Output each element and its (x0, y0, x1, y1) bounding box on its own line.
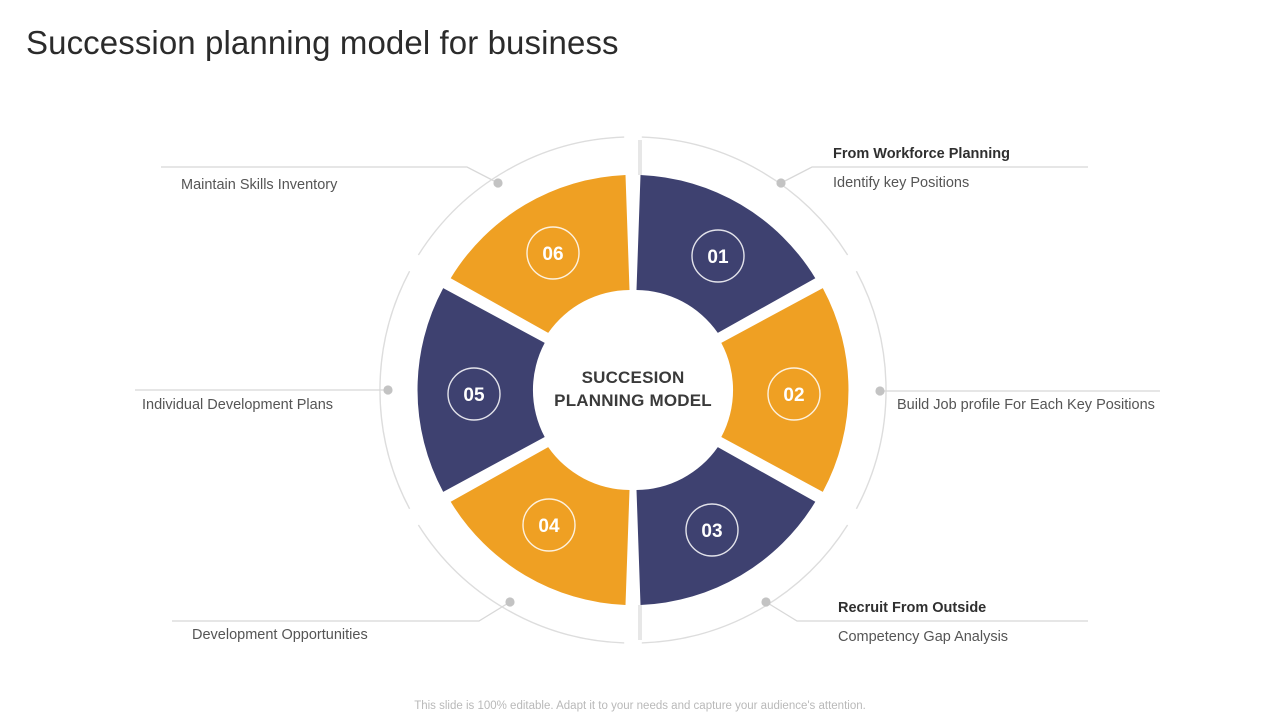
segment-05 (417, 288, 545, 492)
connector-06 (161, 166, 499, 184)
guide-arc-04 (417, 524, 625, 644)
callout-dots (383, 178, 885, 607)
page-title: Succession planning model for business (26, 24, 619, 61)
segment-01-number: 01 (707, 247, 729, 268)
callout-02: Build Job profile For Each Key Positions (897, 396, 1155, 414)
callout-04-caption: Development Opportunities (192, 627, 368, 643)
segment-04-number: 04 (538, 516, 560, 537)
callout-06: Maintain Skills Inventory (181, 176, 337, 194)
diagram-center-label: SUCCESION PLANNING MODEL (533, 366, 733, 412)
segment-03 (636, 447, 816, 605)
guide-arc-06 (417, 136, 625, 256)
callout-04: Development Opportunities (192, 626, 368, 644)
callout-01-heading: From Workforce Planning (833, 146, 1010, 162)
segment-02-number: 02 (783, 385, 804, 406)
badge-03: 03 (685, 503, 739, 557)
callout-05: Individual Development Plans (142, 396, 333, 414)
segment-02 (721, 288, 849, 492)
editable-slide-note: This slide is 100% editable. Adapt it to… (414, 700, 866, 712)
segment-01 (636, 175, 816, 333)
segment-04 (450, 447, 630, 605)
callout-connectors (135, 166, 1160, 622)
callout-03-caption: Competency Gap Analysis (838, 629, 1009, 645)
callout-03-heading: Recruit From Outside (838, 600, 987, 616)
badge-06: 06 (526, 226, 580, 280)
callout-05-caption: Individual Development Plans (142, 397, 334, 413)
guide-arc-03 (641, 524, 849, 644)
connector-03 (765, 601, 1088, 622)
guide-arc-01 (641, 136, 849, 256)
connector-dot-01 (776, 178, 786, 188)
callout-03: Recruit From Outside Competency Gap Anal… (838, 599, 1008, 646)
badge-04: 04 (522, 498, 576, 552)
center-label-line2: PLANNING MODEL (554, 391, 712, 410)
segment-06 (450, 175, 630, 333)
connector-dot-05 (383, 385, 393, 395)
callout-01: From Workforce Planning Identify key Pos… (833, 145, 1010, 192)
guide-arc-02 (855, 270, 887, 510)
ring-gap-ticks (638, 140, 642, 640)
connector-dot-04 (505, 597, 515, 607)
badge-01: 01 (691, 229, 745, 283)
connector-04 (172, 601, 511, 622)
segment-03-number: 03 (701, 521, 722, 542)
center-label-line1: SUCCESION (581, 368, 685, 387)
outer-guide-ring (379, 136, 887, 644)
callout-01-caption: Identify key Positions (833, 175, 970, 191)
connector-dot-03 (761, 597, 771, 607)
callout-06-caption: Maintain Skills Inventory (181, 177, 338, 193)
badge-02: 02 (767, 367, 821, 421)
segment-05-number: 05 (463, 385, 485, 406)
donut-segments (417, 175, 849, 605)
segment-06-number: 06 (542, 244, 563, 265)
connector-dot-02 (875, 386, 885, 396)
connector-dot-06 (493, 178, 503, 188)
segment-number-badges: 01 02 03 04 05 06 (447, 226, 821, 557)
badge-05: 05 (447, 367, 501, 421)
callout-02-caption: Build Job profile For Each Key Positions (897, 397, 1155, 413)
connector-01 (780, 166, 1088, 184)
